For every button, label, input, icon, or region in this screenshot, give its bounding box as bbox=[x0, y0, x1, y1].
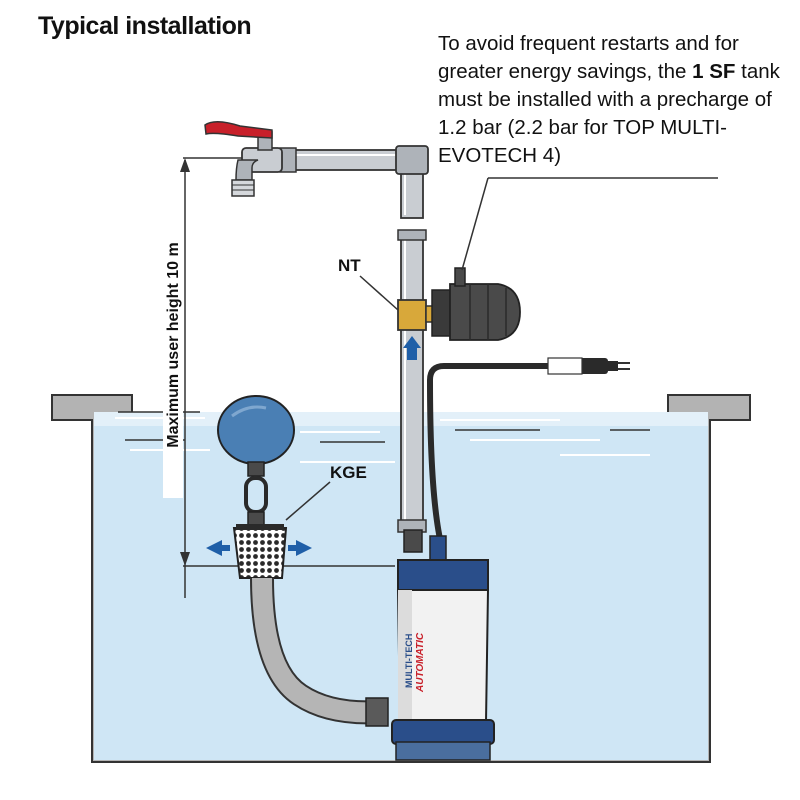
note-text-after: tank must be installed with a precharge … bbox=[438, 60, 780, 167]
submersible-pump bbox=[391, 529, 495, 761]
height-dimension bbox=[163, 157, 395, 598]
kge-label: KGE bbox=[330, 463, 367, 482]
max-height-label: Maximum user height 10 m bbox=[165, 242, 182, 448]
horizontal-pipe bbox=[291, 145, 429, 175]
nt-fitting bbox=[359, 275, 437, 331]
pressure-tank bbox=[431, 177, 718, 341]
note-tank-name: 1 SF bbox=[692, 60, 736, 83]
pump-brand-text: MULTI-TECH bbox=[404, 633, 414, 688]
nt-label: NT bbox=[338, 256, 361, 275]
power-cable bbox=[426, 363, 580, 549]
tap-icon bbox=[204, 121, 297, 197]
page-title: Typical installation bbox=[38, 12, 252, 40]
kge-filter bbox=[206, 481, 331, 579]
flow-arrow-icon bbox=[403, 336, 421, 360]
installation-note: To avoid frequent restarts and for great… bbox=[438, 30, 783, 170]
power-plug-icon bbox=[547, 357, 630, 375]
suction-hose bbox=[250, 577, 389, 727]
pump-model-text: AUTOMATIC bbox=[415, 632, 426, 692]
note-text-before: To avoid frequent restarts and for great… bbox=[438, 32, 739, 83]
pump-brand-label: MULTI-TECH AUTOMATIC bbox=[404, 628, 426, 692]
